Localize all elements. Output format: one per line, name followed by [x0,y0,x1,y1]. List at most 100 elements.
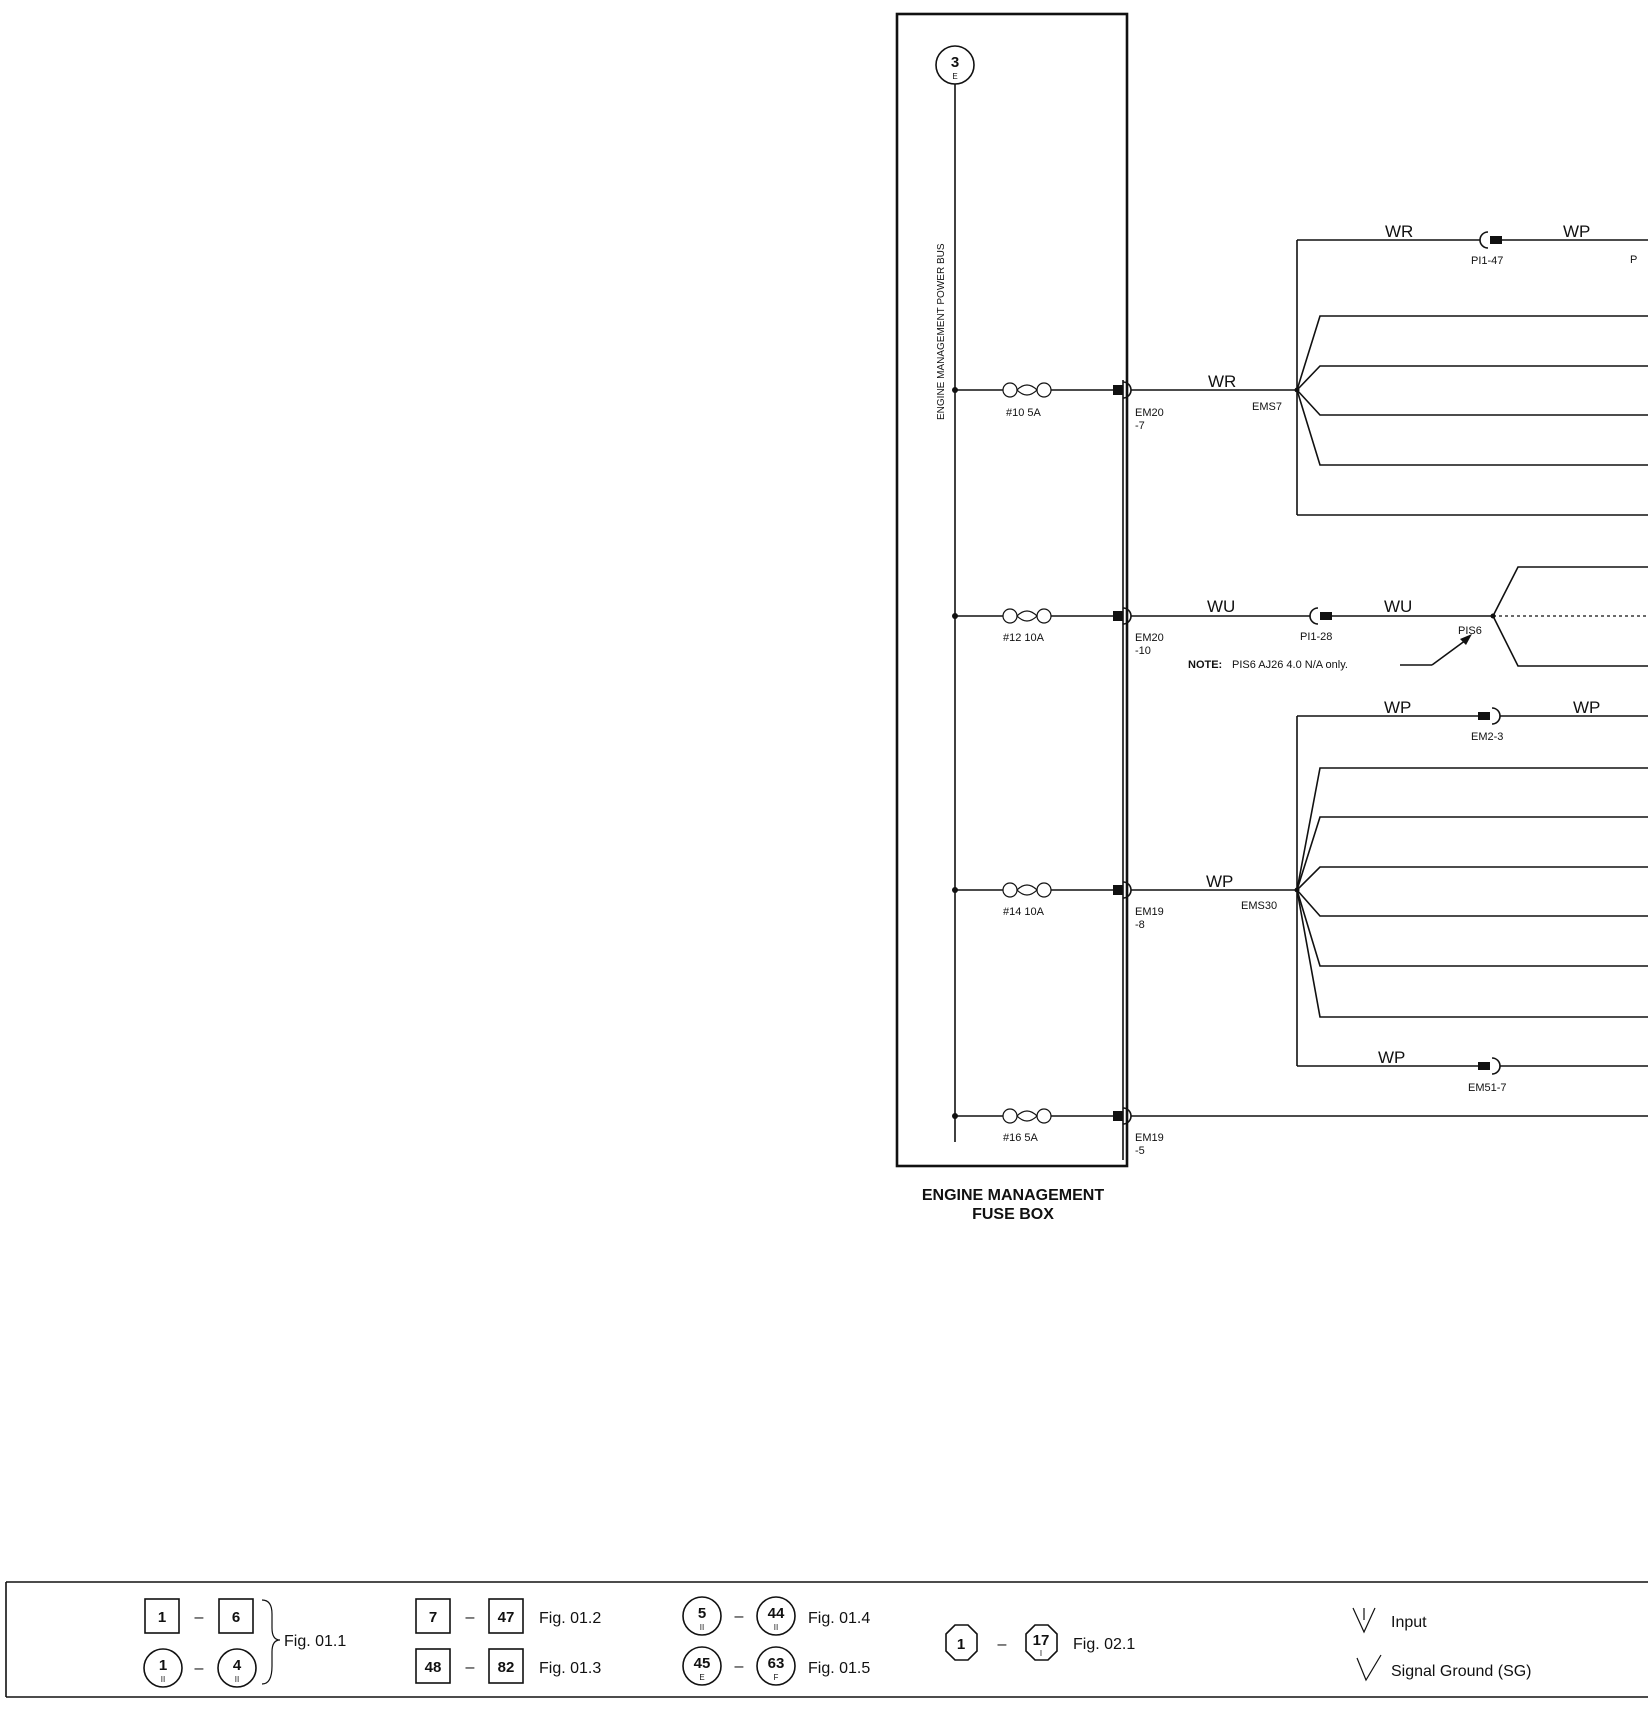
wire-color-label: WP [1378,1048,1405,1067]
svg-text:3: 3 [951,54,959,71]
pin-label: -10 [1135,645,1151,657]
svg-text:Fig. 01.3: Fig. 01.3 [539,1660,601,1677]
legend-brace [261,1599,281,1685]
legend-circle [682,1646,722,1686]
svg-text:–: – [735,1658,744,1675]
note-text: PIS6 AJ26 4.0 N/A only. [1232,659,1348,671]
fuse-terminal [1002,1108,1018,1124]
wire-color-label: WP [1563,222,1590,241]
pin-label: -5 [1135,1145,1145,1157]
fuse-label: #12 10A [1003,632,1045,644]
svg-text:1: 1 [957,1636,965,1653]
fuse-row-16: #16 5A EM19 -5 [952,1107,1164,1157]
pin-label: -7 [1135,420,1145,432]
svg-text:II: II [235,1675,239,1684]
svg-text:Fig. 01.2: Fig. 01.2 [539,1610,601,1627]
svg-text:63: 63 [768,1655,785,1672]
fuse-element [1016,884,1038,896]
svg-text:82: 82 [498,1659,515,1676]
svg-text:II: II [774,1623,778,1632]
legend-square [218,1598,254,1634]
legend-fig-01-2-3: 7 – 47 Fig. 01.2 48 – 82 Fig. 01.3 [415,1598,601,1684]
note-arrow-head [1460,634,1472,645]
svg-text:Fig. 01.1: Fig. 01.1 [284,1633,346,1650]
fuse-element [1016,384,1038,396]
connector-pin [1113,385,1123,395]
svg-text:44: 44 [768,1605,785,1622]
wire-color-label: WU [1384,597,1412,616]
fuse-label: #10 5A [1006,407,1042,419]
connector-pin [1478,1062,1490,1070]
source-reference-circle: 3 E [935,45,975,85]
svg-text:Signal Ground (SG): Signal Ground (SG) [1391,1663,1532,1680]
svg-text:48: 48 [425,1659,442,1676]
legend-fig-01-1: 1 – 6 1 II – 4 II Fig. 01.1 [143,1598,346,1688]
fuse-row-14: #14 10A EM19 -8 [952,881,1164,931]
fuse-terminal [1002,608,1018,624]
svg-text:Input: Input [1391,1614,1427,1631]
legend-circle [756,1646,796,1686]
connector-label: EM20 [1135,632,1164,644]
svg-text:–: – [195,1609,204,1626]
note-label: NOTE: [1188,659,1222,671]
svg-text:Fig. 01.5: Fig. 01.5 [808,1660,870,1677]
fuse-box-title-line2: FUSE BOX [972,1206,1054,1223]
svg-text:E: E [952,72,957,81]
fuse-element [1016,1110,1038,1122]
fuse-terminal [1036,882,1052,898]
legend-square [415,1598,451,1634]
fuse-element [1016,610,1038,622]
svg-text:II: II [161,1675,165,1684]
fuse-row-10: #10 5A EM20 -7 [952,381,1164,432]
splice-label: PIS6 [1458,625,1482,637]
svg-text:7: 7 [429,1609,437,1626]
fuse-row-12: #12 10A EM20 -10 [952,607,1164,657]
fuse-terminal [1002,382,1018,398]
svg-text:1: 1 [159,1657,167,1674]
legend-circle [756,1596,796,1636]
connector-label: EM2-3 [1471,731,1503,743]
wire-color-label: WU [1207,597,1235,616]
legend: 1 – 6 1 II – 4 II Fig. 01.1 7 – 47 Fig. … [5,1581,1648,1698]
legend-octagon [1025,1624,1058,1661]
fuse-terminal [1036,382,1052,398]
legend-octagon [945,1624,978,1661]
wr-branch: WR EMS7 WR PI1-47 WP P [1131,222,1648,516]
fuse-label: #16 5A [1003,1132,1039,1144]
fuse-label: #14 10A [1003,906,1045,918]
legend-square [144,1598,180,1634]
legend-square [488,1648,524,1684]
legend-fig-02-1: 1 – 17 I Fig. 02.1 [945,1624,1135,1661]
wp-branch: WP EMS30 WP EM2-3 WP WP EM51-7 [1131,698,1648,1094]
connector-pin [1113,885,1123,895]
svg-text:47: 47 [498,1609,515,1626]
legend-circle [682,1596,722,1636]
connector-label: EM20 [1135,407,1164,419]
input-symbol-icon [1352,1607,1376,1634]
svg-text:1: 1 [158,1609,166,1626]
connector-pin [1490,236,1502,244]
connector-label: EM19 [1135,906,1164,918]
splice-label: EMS30 [1241,900,1277,912]
svg-text:–: – [998,1636,1007,1653]
svg-text:5: 5 [698,1605,706,1622]
wire-color-label: WP [1206,872,1233,891]
svg-text:–: – [735,1608,744,1625]
connector-pin [1113,1111,1123,1121]
connector-label: PI1-28 [1300,631,1332,643]
power-bus-label: ENGINE MANAGEMENT POWER BUS [936,243,947,420]
svg-text:Fig. 01.4: Fig. 01.4 [808,1610,870,1627]
connector-pin [1113,611,1123,621]
pin-label: -8 [1135,919,1145,931]
svg-text:E: E [699,1673,704,1682]
fuse-box-title-line1: ENGINE MANAGEMENT [922,1187,1104,1204]
connector-label-cut: P [1630,254,1637,266]
fuse-terminal [1036,1108,1052,1124]
svg-text:6: 6 [232,1609,240,1626]
connector-pin [1478,712,1490,720]
connector-label: PI1-47 [1471,255,1503,267]
fuse-terminal [1002,882,1018,898]
legend-circle [143,1648,183,1688]
svg-text:–: – [195,1660,204,1677]
